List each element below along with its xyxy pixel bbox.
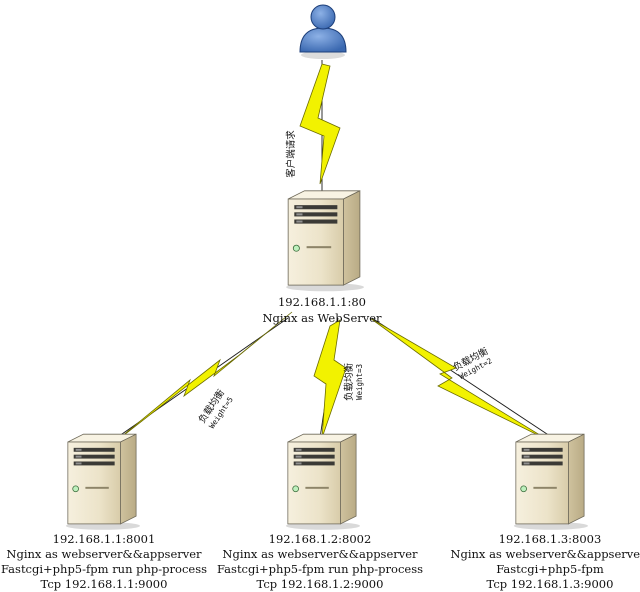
app-server-2-address: 192.168.1.2:8002 (269, 532, 372, 546)
user-icon (299, 4, 347, 59)
app-server-3: 192.168.1.3:8003 Nginx as webserver&&app… (450, 433, 640, 591)
app-server-3-address: 192.168.1.3:8003 (499, 532, 602, 546)
app-server-3-tcp: Tcp 192.168.1.3:9000 (487, 577, 614, 591)
app2-link-label: 负载均衡 (343, 363, 355, 402)
app-server-2-role: Nginx as webserver&&appserver (222, 547, 418, 561)
web-server-address: 192.168.1.1:80 (278, 295, 366, 309)
bolt-web-app3 (369, 317, 549, 441)
app-server-1-icon (65, 433, 140, 530)
link-label-app3: 负载均衡 Weight=2 (451, 345, 494, 381)
app-server-2-icon (285, 433, 360, 530)
bolt-web-app1 (109, 311, 293, 447)
app-server-1-tcp: Tcp 192.168.1.1:9000 (41, 577, 168, 591)
app-server-1-process: Fastcgi+php5-fpm run php-process (1, 562, 207, 576)
bolt-web-app2 (313, 319, 347, 439)
app-server-2-process: Fastcgi+php5-fpm run php-process (217, 562, 423, 576)
app-server-2-tcp: Tcp 192.168.1.2:9000 (257, 577, 384, 591)
app-server-3-process: Fastcgi+php5-fpm (496, 562, 604, 576)
app-server-3-icon (513, 433, 588, 530)
app-server-3-role: Nginx as webserver&&appserver (450, 547, 640, 561)
app-server-1-address: 192.168.1.1:8001 (53, 532, 156, 546)
web-server-role: Nginx as WebServer (262, 311, 382, 325)
app-server-2: 192.168.1.2:8002 Nginx as webserver&&app… (217, 433, 423, 591)
lightning-bolts (109, 63, 549, 447)
client-link-label: 客户端请求 (285, 130, 297, 178)
web-server-icon (285, 190, 364, 292)
link-label-app2: 负载均衡 Weight=3 (343, 363, 364, 402)
app2-weight: Weight=3 (355, 364, 364, 400)
web-server: 192.168.1.1:80 Nginx as WebServer (262, 190, 382, 325)
link-label-app1: 负载均衡 Weight=5 (196, 387, 235, 430)
app-server-1-role: Nginx as webserver&&appserver (6, 547, 202, 561)
app-server-1: 192.168.1.1:8001 Nginx as webserver&&app… (1, 433, 207, 591)
bolt-client-web (299, 63, 341, 185)
